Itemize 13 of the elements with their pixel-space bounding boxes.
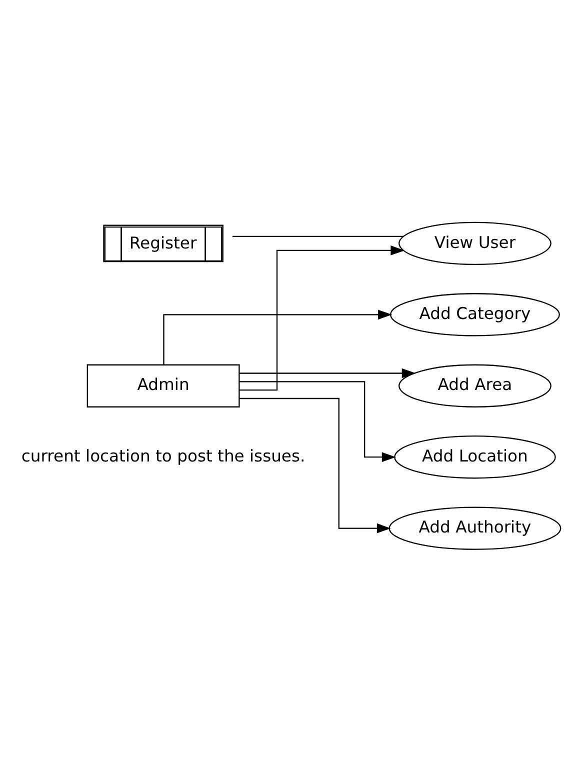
connector bbox=[232, 235, 404, 237]
arrow bbox=[240, 368, 416, 378]
arrow bbox=[239, 380, 396, 462]
node-ellipse: View User bbox=[398, 221, 552, 265]
node-box: Admin bbox=[86, 364, 240, 407]
arrow bbox=[239, 245, 405, 390]
node-ellipse: Add Area bbox=[398, 364, 552, 407]
node-ellipse: Add Authority bbox=[388, 506, 562, 550]
label: current location to post the issues. bbox=[21, 446, 306, 465]
arrow bbox=[239, 397, 391, 533]
arrow bbox=[163, 309, 392, 364]
node-ellipse: Add Category bbox=[390, 292, 560, 336]
node-ellipse: Add Location bbox=[394, 435, 556, 478]
